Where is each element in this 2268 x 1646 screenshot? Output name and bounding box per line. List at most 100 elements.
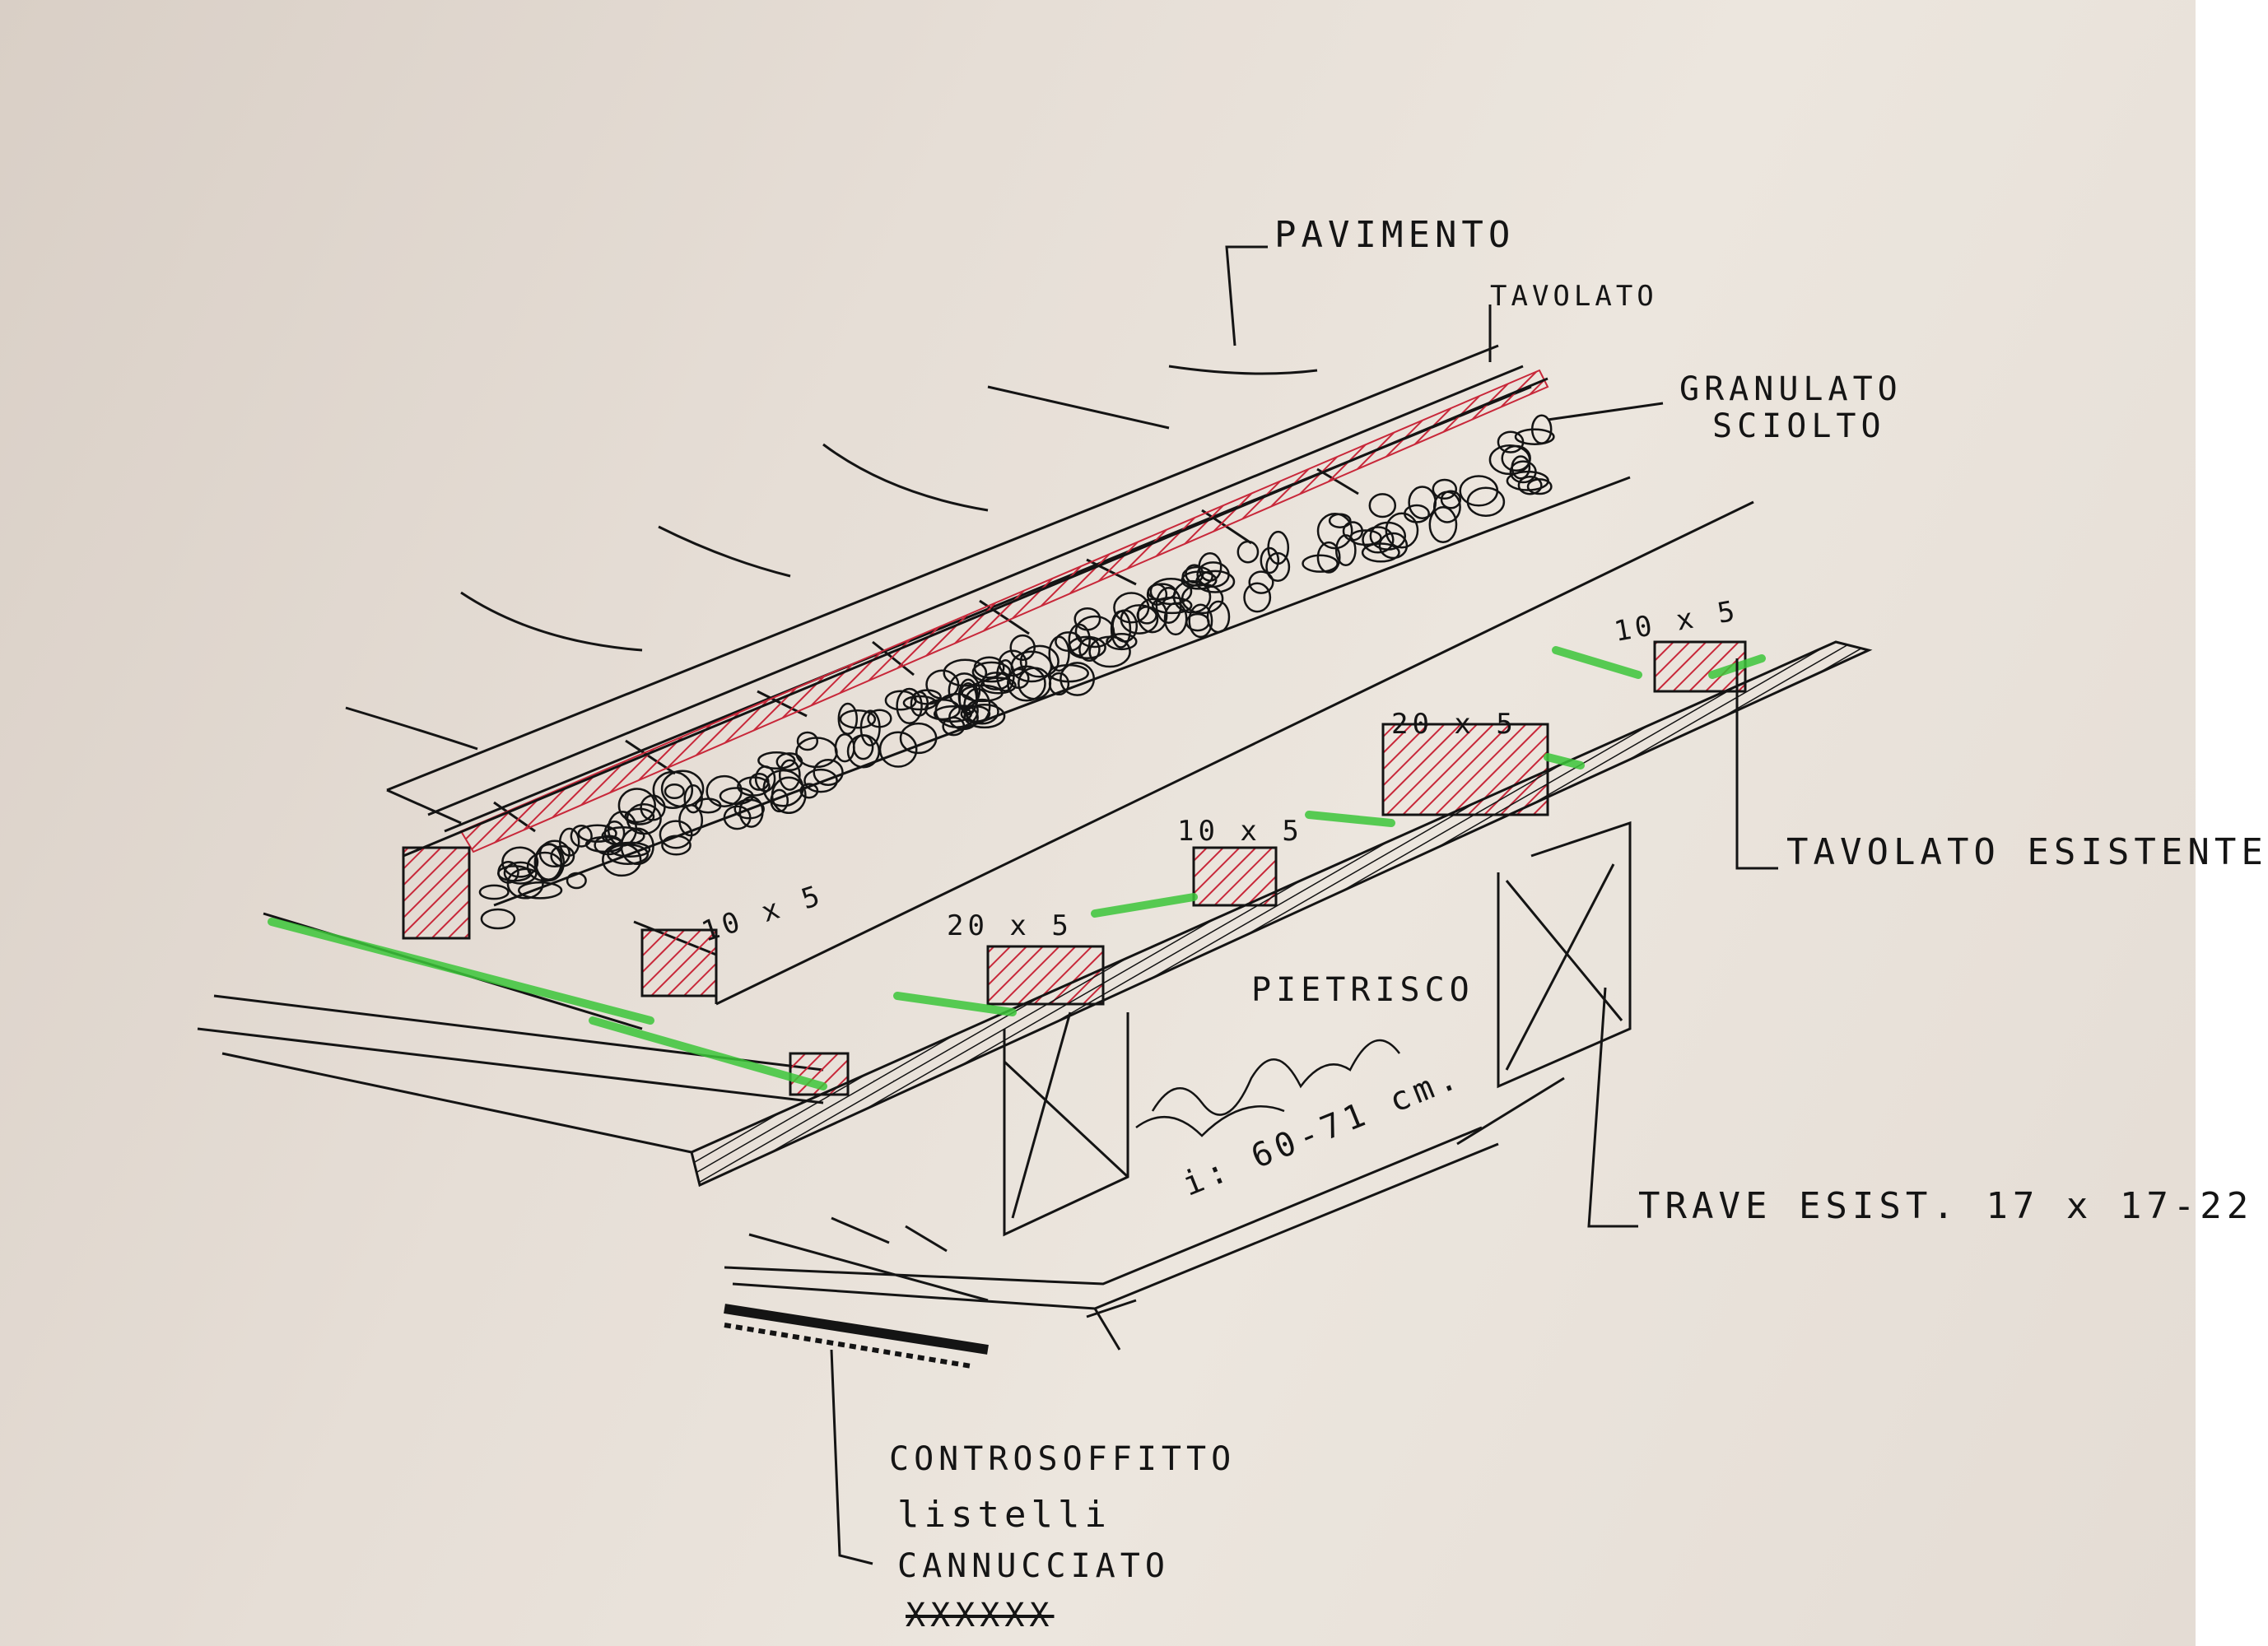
granulato-loop: [1459, 475, 1499, 507]
granulato-loop: [1428, 506, 1458, 543]
granulato-loop: [1048, 635, 1070, 672]
tavolato-esistente-strip: [690, 640, 1873, 1188]
granulato-loop: [1113, 592, 1150, 624]
granulato-loop: [1260, 546, 1280, 574]
granulato-loop: [1009, 634, 1036, 661]
label-cannucciato: CANNUCCIATO: [897, 1547, 1170, 1585]
granulato-loop: [933, 705, 973, 723]
granulato-loop: [1368, 493, 1397, 518]
granulato-loop: [652, 770, 694, 810]
label-granulato: GRANULATO: [1679, 370, 1902, 408]
granulato-loop: [1195, 570, 1236, 593]
granulato-loop: [570, 825, 593, 848]
label-tavolato: TAVOLATO: [1490, 280, 1658, 313]
granulato-loop: [577, 824, 617, 843]
sleeper-blocks: [402, 640, 1747, 1096]
granulato-loop: [902, 695, 938, 711]
granulato-loop: [624, 807, 655, 825]
granulato-loop: [839, 709, 877, 729]
granulato-loop: [757, 751, 796, 770]
label-listelli: listelli: [897, 1494, 1111, 1536]
dim-label-d: 20 x 5: [1391, 708, 1517, 741]
granulato-loop: [796, 731, 819, 751]
granulato-loop: [1018, 667, 1052, 700]
granulato-loop: [558, 827, 580, 857]
granulato-loop: [1088, 635, 1131, 668]
green-marker-lines: [268, 646, 1766, 1090]
granulato-loop: [1078, 637, 1101, 662]
granulato-loop: [1362, 526, 1395, 554]
granulato-loop: [1198, 551, 1222, 582]
granulato-loop: [1408, 486, 1437, 519]
granulato-loop: [878, 731, 918, 768]
controsoffitto: [724, 1126, 1499, 1369]
granulato-loop: [899, 722, 938, 755]
label-tavolato-esistente: TAVOLATO ESISTENTE: [1786, 831, 2268, 873]
granulato-loop: [480, 908, 516, 930]
granulato-loop: [1248, 570, 1274, 594]
label-controsoffitto: CONTROSOFFITTO: [889, 1440, 1236, 1478]
granulato-loop: [1302, 554, 1339, 573]
granulato-loop: [748, 772, 770, 791]
granulato-loop: [1369, 521, 1407, 551]
leader-lines: [830, 245, 1778, 1565]
granulato-loop: [1440, 490, 1462, 509]
granulato-loops: [478, 414, 1555, 930]
granulato-loop: [1466, 486, 1506, 517]
label-crossed-out: XXXXXX: [906, 1597, 1055, 1634]
granulato-loop: [1514, 428, 1555, 445]
granulato-loop: [1137, 597, 1168, 634]
pavimento-strokes: [345, 365, 1318, 751]
granulato-loop: [971, 661, 1012, 683]
granulato-loop: [640, 794, 666, 821]
granulato-loop: [501, 846, 539, 878]
granulato-loop: [1110, 610, 1132, 649]
granulato-loop: [813, 759, 844, 786]
granulato-loop: [1385, 512, 1419, 549]
granulato-loop: [1404, 504, 1430, 523]
granulato-loop: [884, 690, 917, 711]
granulato-loop: [517, 881, 563, 900]
granulato-loop: [1068, 623, 1091, 657]
granulato-loop: [958, 681, 978, 716]
granulato-loop: [778, 759, 801, 791]
granulato-loop: [602, 843, 642, 877]
label-trave-esistente: TRAVE ESIST. 17 x 17-22: [1638, 1185, 2254, 1227]
granulato-loop: [1316, 541, 1341, 574]
granulato-loop: [1316, 513, 1353, 550]
dim-label-c: 10 x 5: [1177, 815, 1303, 848]
granulato-loop: [534, 843, 563, 881]
granulato-loop: [1488, 444, 1531, 476]
granulato-loop: [1334, 534, 1357, 567]
granulato-loop: [1378, 532, 1409, 560]
granulato-loop: [980, 677, 1017, 695]
granulato-loop: [478, 884, 510, 900]
granulato-loop: [943, 658, 988, 687]
granulato-loop: [719, 787, 754, 806]
granulato-loop: [1432, 478, 1458, 500]
paper-sheet: [0, 0, 2196, 1646]
granulato-loop: [867, 709, 892, 728]
granulato-loop: [626, 802, 662, 835]
pietrisco-scribble: [1135, 1039, 1400, 1137]
granulato-loop: [1067, 635, 1106, 659]
granulato-loop: [771, 776, 807, 815]
granulato-loop: [664, 783, 685, 800]
granulato-loop: [538, 839, 570, 868]
granulato-loop: [1106, 633, 1138, 651]
granulato-loop: [834, 733, 855, 763]
granulato-loop: [1243, 582, 1272, 613]
granulato-loop: [607, 811, 638, 847]
granulato-loop: [1188, 603, 1213, 639]
granulato-loop: [754, 765, 776, 793]
granulato-loop: [942, 716, 966, 737]
granulato-loop: [803, 768, 838, 793]
dim-label-b: 20 x 5: [947, 909, 1073, 942]
granulato-loop: [1073, 607, 1101, 631]
label-sciolto: SCIOLTO: [1712, 407, 1886, 445]
granulato-loop: [503, 861, 538, 885]
granulato-loop: [1074, 615, 1115, 649]
granulato-loop: [1517, 475, 1543, 495]
granulato-loop: [1236, 540, 1260, 564]
top-plank-deck: [386, 344, 1532, 833]
